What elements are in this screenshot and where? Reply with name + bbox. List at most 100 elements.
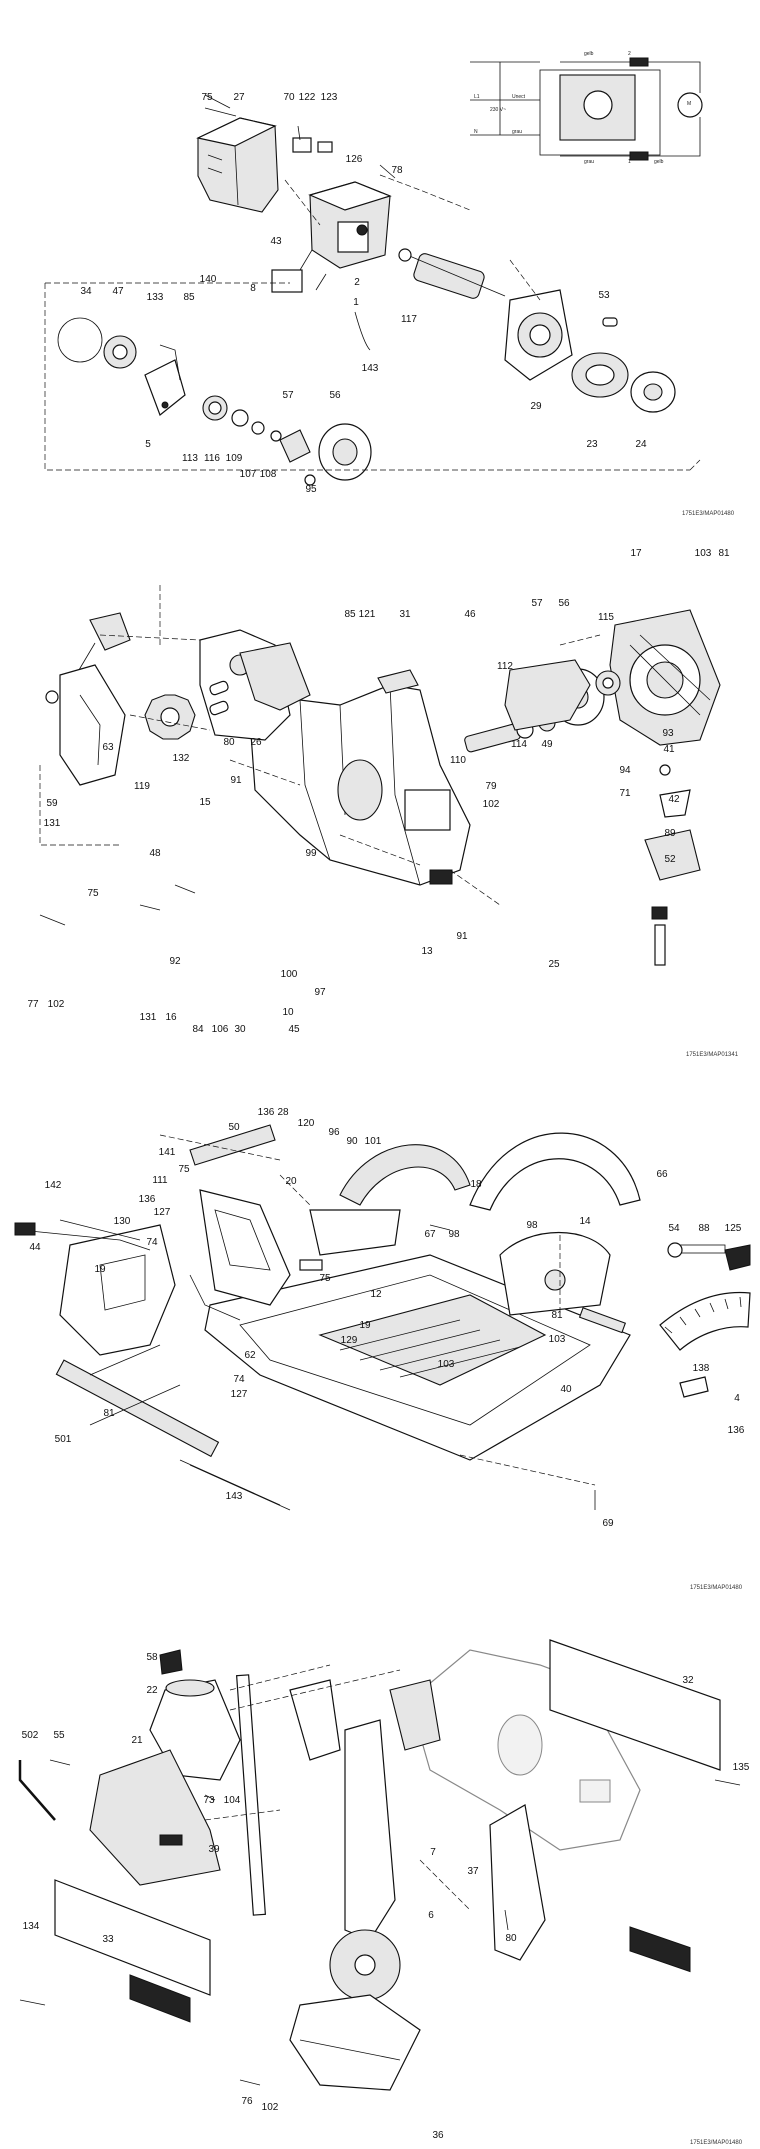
callout-label: 17 — [630, 548, 642, 559]
callout-label: 28 — [277, 1107, 289, 1118]
callout-label: 134 — [22, 1921, 40, 1932]
strip-39 — [236, 1674, 266, 1916]
callout-label: 501 — [54, 1434, 72, 1445]
callout-label: 127 — [153, 1207, 171, 1218]
callout-label: 22 — [146, 1685, 158, 1696]
callout-label: 49 — [541, 739, 553, 750]
panel-base-assembly: 50 136 28 120 96 90 101 141 75 111 20 14… — [0, 1065, 760, 1610]
callout-label: 5 — [145, 439, 151, 450]
callout-label: 138 — [692, 1363, 710, 1374]
callout-label: 74 — [146, 1237, 158, 1248]
callout-label: 117 — [401, 314, 417, 325]
callout-label: 81 — [551, 1310, 563, 1321]
callout-label: 111 — [152, 1175, 168, 1186]
callout-label: 19 — [359, 1320, 371, 1331]
callout-label: 62 — [244, 1350, 256, 1361]
callout-label: 50 — [228, 1122, 240, 1133]
callout-label: 133 — [146, 292, 164, 303]
callout-label: 26 — [250, 737, 262, 748]
callout-label: 75 — [87, 888, 99, 899]
callout-label: 103 — [548, 1334, 566, 1345]
callout-label: 48 — [149, 848, 161, 859]
callout-label: 76 — [241, 2096, 253, 2107]
callout-label: 96 — [328, 1127, 340, 1138]
callout-label: 25 — [548, 959, 560, 970]
callout-label: 81 — [718, 548, 730, 559]
callout-label: 23 — [586, 439, 598, 450]
callout-label: 119 — [134, 781, 150, 792]
callout-label: 89 — [664, 828, 676, 839]
callout-label: 103 — [437, 1359, 455, 1370]
callout-label: 80 — [505, 1933, 517, 1944]
wiring-label: M — [687, 101, 692, 107]
drawing-code: 1751E3/MAP01480 — [682, 511, 735, 517]
callout-label: 122 — [298, 92, 316, 103]
callout-label: 85 — [344, 609, 356, 620]
handle-part — [59, 1224, 176, 1356]
wiring-label: L1 — [474, 94, 480, 100]
panel-guard-assembly: 58 22 32 502 55 21 135 73 104 39 7 37 13… — [0, 1610, 760, 2149]
callout-label: 45 — [288, 1024, 300, 1035]
callout-label: 16 — [165, 1012, 177, 1023]
riving-knife — [344, 1719, 396, 1941]
callout-label: 123 — [320, 92, 338, 103]
callout-label: 102 — [47, 999, 65, 1010]
wiring-diagram — [470, 57, 703, 161]
callout-label: 7 — [430, 1847, 436, 1858]
wiring-label: grau — [584, 159, 595, 165]
drawing-code: 1751E3/MAP01480 — [690, 2140, 743, 2146]
cover-part — [196, 94, 279, 213]
callout-label: 120 — [297, 1118, 315, 1129]
callout-label: 39 — [208, 1844, 220, 1855]
callout-label: 47 — [112, 286, 124, 297]
guard-assembly-drawing — [18, 1639, 741, 2091]
motor-housing — [504, 289, 573, 381]
callout-label: 80 — [223, 737, 235, 748]
callout-label: 108 — [259, 469, 277, 480]
drawing-code: 1751E3/MAP01480 — [690, 1585, 743, 1591]
main-housing — [249, 684, 471, 886]
callout-label: 129 — [340, 1335, 358, 1346]
callout-label: 502 — [21, 1730, 39, 1741]
callout-label: 63 — [102, 742, 114, 753]
wiring-label: 230 V~ — [490, 107, 506, 113]
callout-label: 57 — [282, 390, 294, 401]
callout-label: 29 — [530, 401, 542, 412]
switch-part — [271, 269, 303, 293]
callout-label: 33 — [102, 1934, 114, 1945]
callout-label: 44 — [29, 1242, 41, 1253]
callout-label: 32 — [682, 1675, 694, 1686]
callout-label: 2 — [354, 277, 360, 288]
callout-label: 18 — [470, 1179, 482, 1190]
flange-part — [144, 694, 196, 740]
callout-label: 36 — [432, 2130, 444, 2141]
callout-label: 113 — [182, 453, 198, 464]
callout-label: 37 — [467, 1866, 479, 1877]
callout-label: 102 — [261, 2102, 279, 2113]
wiring-label: gelb — [654, 159, 664, 165]
rail-part — [55, 1359, 220, 1458]
callout-label: 4 — [734, 1393, 740, 1404]
callout-label: 69 — [602, 1518, 614, 1529]
callout-label: 143 — [361, 363, 379, 374]
callout-label: 121 — [358, 609, 376, 620]
callout-label: 135 — [732, 1762, 750, 1773]
callout-label: 54 — [668, 1223, 680, 1234]
callout-label: 30 — [234, 1024, 246, 1035]
callout-label: 70 — [283, 92, 295, 103]
callout-label: 66 — [656, 1169, 668, 1180]
callout-label: 132 — [172, 753, 190, 764]
callout-label: 58 — [146, 1652, 158, 1663]
callout-label: 136 — [138, 1194, 156, 1205]
callout-label: 130 — [113, 1216, 131, 1227]
callout-label: 56 — [558, 598, 570, 609]
wiring-label: 1 — [628, 159, 631, 165]
callout-label: 41 — [663, 744, 675, 755]
callout-label: 91 — [456, 931, 468, 942]
callout-label: 84 — [192, 1024, 204, 1035]
callout-label: 56 — [329, 390, 341, 401]
callout-label: 140 — [199, 274, 217, 285]
callout-label: 74 — [233, 1374, 245, 1385]
ring-part — [57, 317, 103, 363]
callout-label: 43 — [270, 236, 282, 247]
